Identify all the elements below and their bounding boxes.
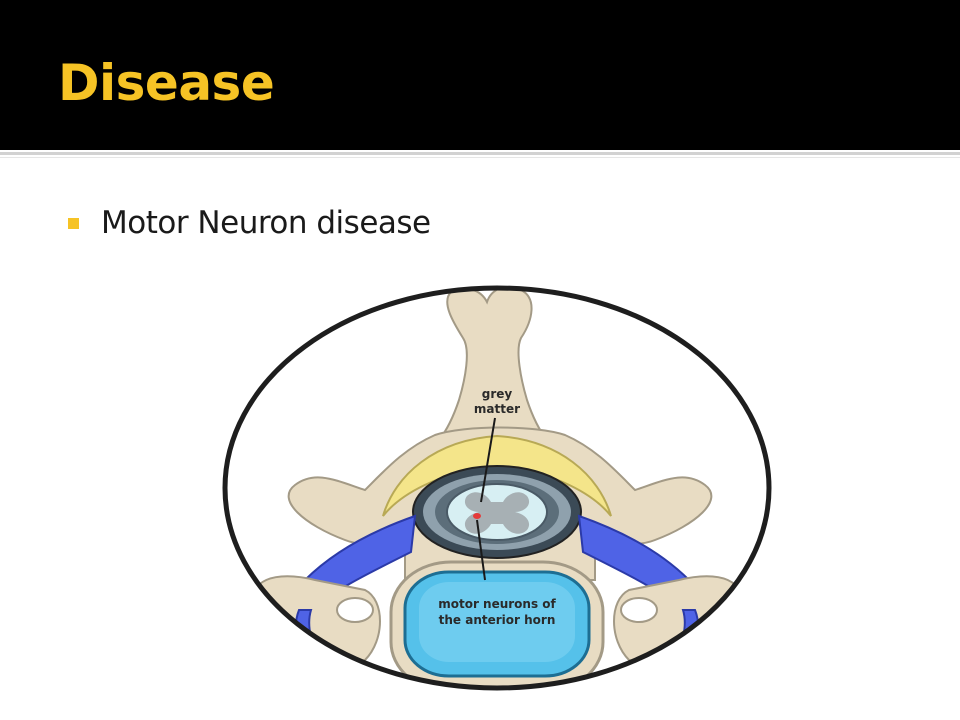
bullet-item: Motor Neuron disease bbox=[68, 198, 431, 248]
label-motor-neurons-1: motor neurons of bbox=[438, 597, 556, 611]
grey-matter bbox=[464, 492, 530, 534]
diagram-frame bbox=[222, 285, 772, 691]
spinous-process bbox=[436, 288, 550, 441]
spinal-cord-diagram: grey matter motor neurons of the anterio… bbox=[222, 285, 772, 691]
bullet-square-icon bbox=[68, 217, 79, 229]
motor-neuron-marker bbox=[473, 513, 481, 519]
slide-title: Disease bbox=[58, 54, 275, 112]
label-motor-neurons-2: the anterior horn bbox=[439, 613, 556, 627]
pedicle-left bbox=[252, 575, 381, 681]
title-bar: Disease bbox=[0, 0, 960, 150]
title-divider-thin bbox=[0, 157, 960, 158]
label-grey-matter-2: matter bbox=[474, 402, 520, 416]
bullet-text: Motor Neuron disease bbox=[101, 205, 431, 241]
label-grey-matter-1: grey bbox=[482, 387, 513, 401]
pedicle-right bbox=[613, 575, 742, 681]
title-divider bbox=[0, 152, 960, 155]
